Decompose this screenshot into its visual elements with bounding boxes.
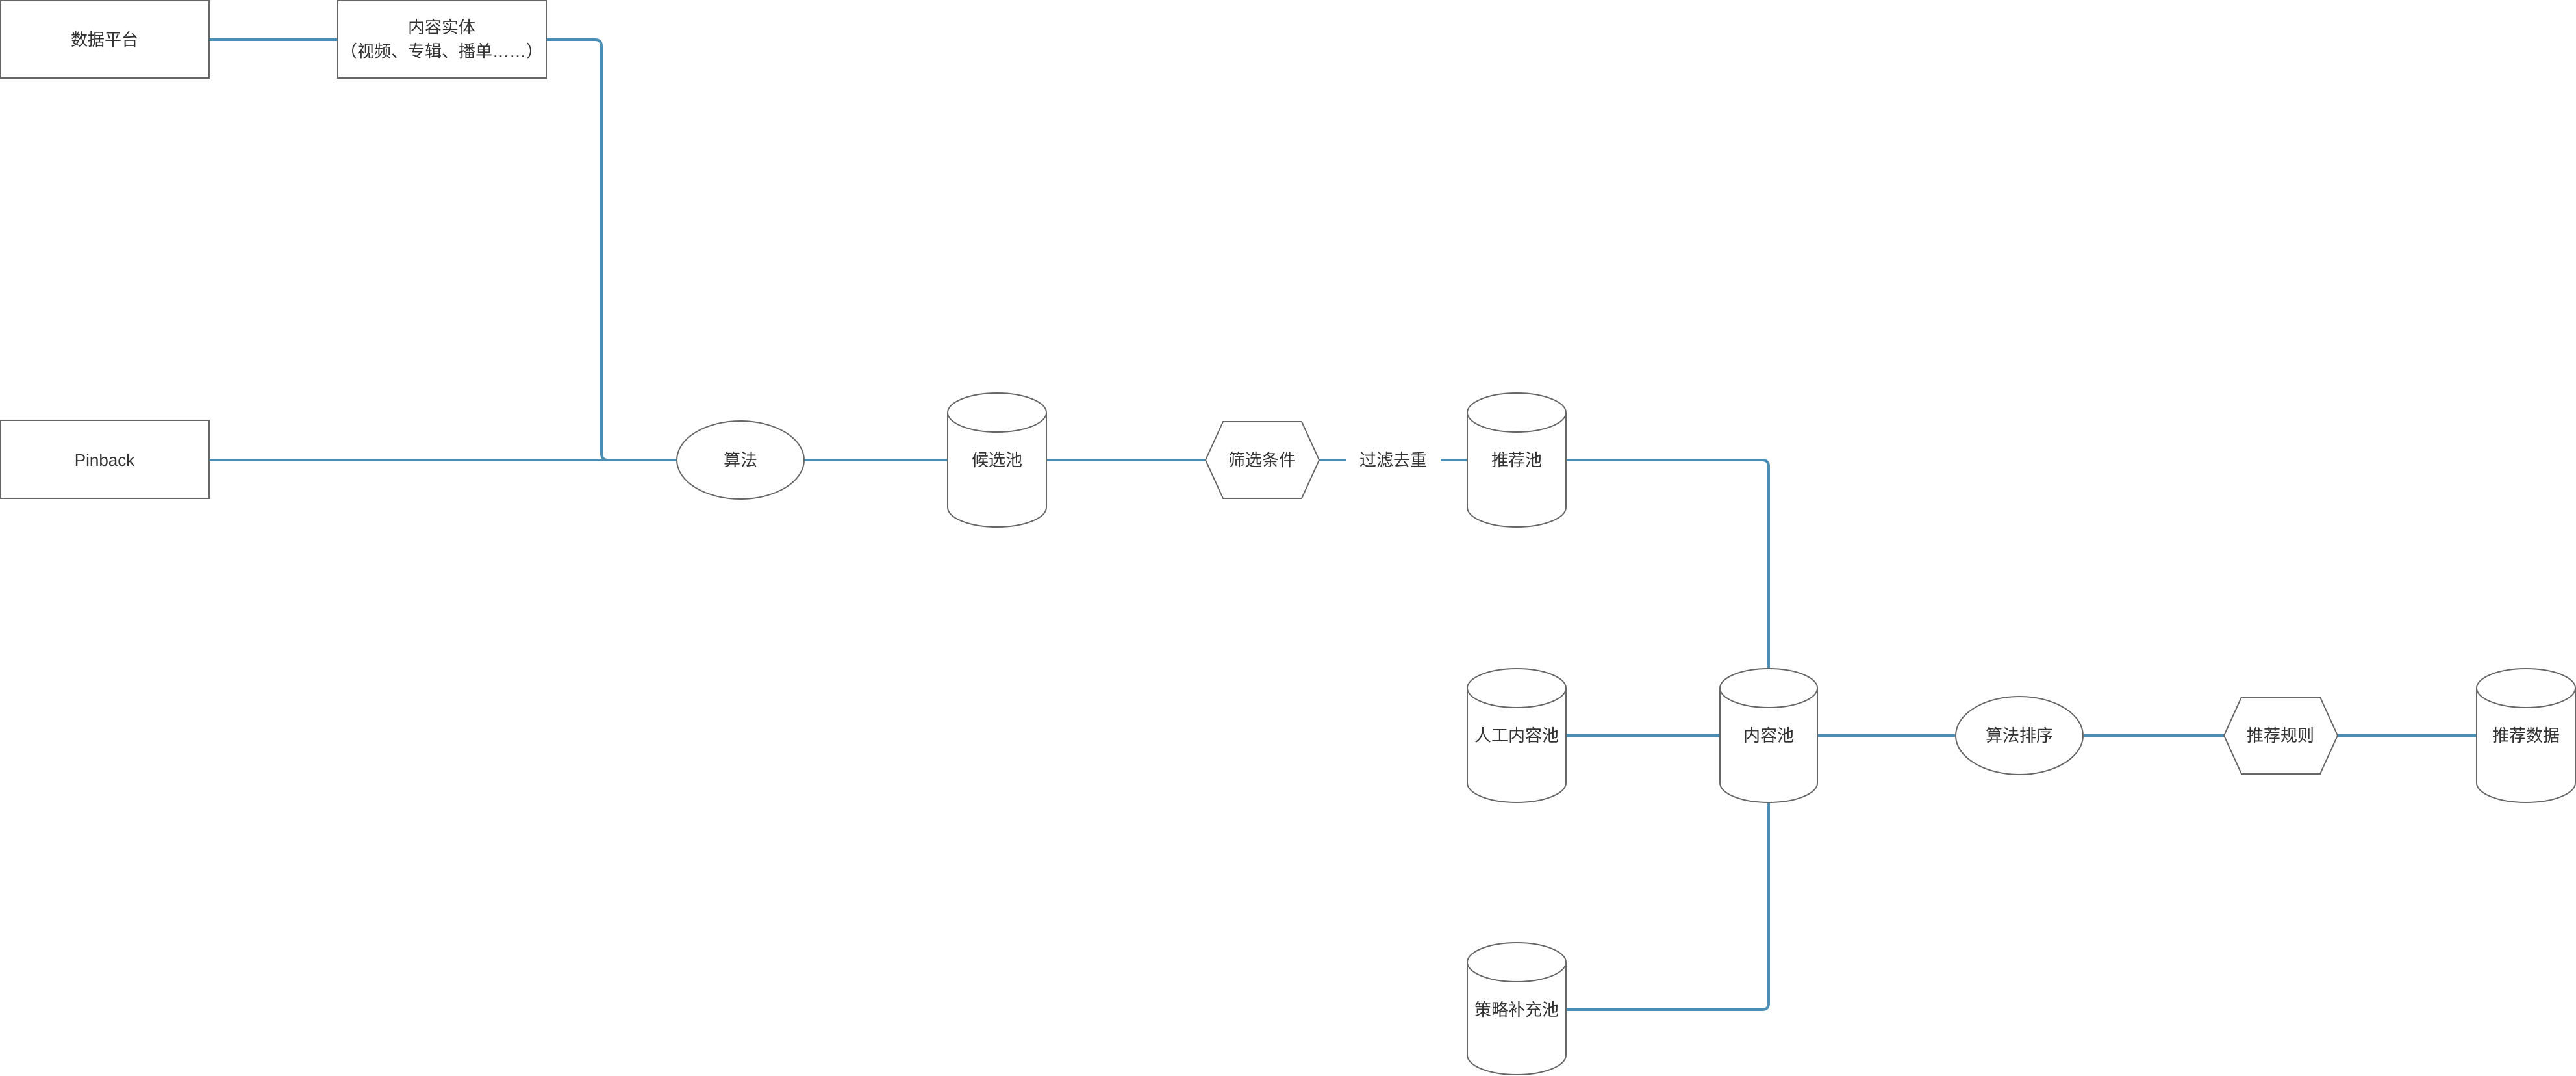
node-manual-content-pool-label: 人工内容池	[1474, 726, 1559, 745]
node-candidate-pool-label: 候选池	[972, 450, 1022, 470]
node-algorithm-sort[interactable]: 算法排序	[1955, 696, 2084, 775]
node-data-platform[interactable]: 数据平台	[0, 0, 210, 79]
node-filter-conditions-label: 筛选条件	[1228, 450, 1296, 470]
node-algorithm-sort-label: 算法排序	[1986, 726, 2053, 745]
node-recommend-rules-label: 推荐规则	[2247, 726, 2314, 745]
node-filter-conditions[interactable]: 筛选条件	[1204, 421, 1320, 499]
node-recommend-data[interactable]: 推荐数据	[2476, 668, 2576, 803]
node-algorithm[interactable]: 算法	[676, 420, 805, 500]
node-pinback-label: Pinback	[75, 450, 135, 470]
node-filter-dedup-label: 过滤去重	[1359, 450, 1427, 470]
edges	[209, 38, 2477, 1011]
node-content-entity[interactable]: 内容实体 （视频、专辑、播单……）	[337, 0, 547, 79]
node-algorithm-label: 算法	[724, 450, 757, 470]
node-content-pool[interactable]: 内容池	[1719, 668, 1818, 803]
node-manual-content-pool[interactable]: 人工内容池	[1467, 668, 1567, 803]
node-data-platform-label: 数据平台	[71, 30, 138, 49]
edge-strategy-pool-to-content-pool	[1566, 802, 1770, 1011]
node-content-entity-sublabel: （视频、专辑、播单……）	[340, 42, 543, 61]
node-recommend-rules[interactable]: 推荐规则	[2223, 697, 2339, 775]
edge-recommend-pool-to-content-pool	[1566, 459, 1770, 669]
node-pinback[interactable]: Pinback	[0, 420, 210, 499]
edge-content-entity-to-algorithm	[546, 38, 677, 461]
node-content-pool-label: 内容池	[1743, 726, 1794, 745]
node-content-entity-label: 内容实体	[408, 18, 475, 37]
node-recommend-data-label: 推荐数据	[2492, 726, 2560, 745]
node-recommend-pool-label: 推荐池	[1491, 450, 1542, 470]
node-strategy-supplement-pool-label: 策略补充池	[1474, 1000, 1559, 1019]
node-strategy-supplement-pool[interactable]: 策略补充池	[1467, 942, 1567, 1075]
node-recommend-pool[interactable]: 推荐池	[1467, 392, 1567, 528]
node-candidate-pool[interactable]: 候选池	[947, 392, 1047, 528]
